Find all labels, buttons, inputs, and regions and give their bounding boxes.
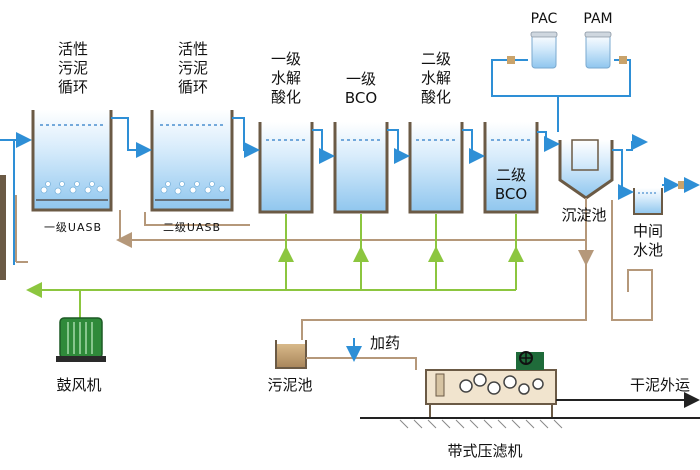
sedimentation-tank bbox=[558, 139, 614, 200]
water-flow-lines bbox=[111, 117, 680, 200]
left-edge-equipment bbox=[0, 132, 32, 280]
sludge-pool bbox=[275, 340, 307, 369]
air-lines bbox=[26, 214, 524, 318]
belt-filter-press bbox=[425, 351, 557, 418]
bco-tank-2 bbox=[483, 122, 539, 214]
uasb1-top-label: 活性 污泥 循环 bbox=[57, 40, 88, 96]
uasb1-bottom-label: 一级UASB bbox=[43, 221, 103, 234]
hydrolysis-tank-2 bbox=[408, 122, 464, 214]
blower bbox=[56, 317, 106, 362]
dosing-label: 加药 bbox=[369, 334, 400, 352]
dosing-lines bbox=[491, 56, 631, 132]
sedimentation-label: 沉淀池 bbox=[561, 206, 607, 224]
uasb-tank-2 bbox=[150, 110, 234, 212]
blower-label: 鼓风机 bbox=[56, 376, 102, 394]
hydrolysis1-label: 一级 水解 酸化 bbox=[270, 50, 301, 106]
middle-pool-label: 中间 水池 bbox=[632, 222, 663, 259]
middle-pool bbox=[633, 188, 663, 215]
bco2-label: 二级 BCO bbox=[494, 166, 528, 203]
uasb2-top-label: 活性 污泥 循环 bbox=[177, 40, 208, 96]
belt-press-label: 带式压滤机 bbox=[447, 442, 523, 460]
bco-tank-1 bbox=[333, 122, 389, 214]
sludge-return-lines bbox=[16, 198, 653, 340]
hydrolysis2-label: 二级 水解 酸化 bbox=[420, 50, 451, 106]
sludge-pool-label: 污泥池 bbox=[267, 376, 313, 394]
dry-sludge-label: 干泥外运 bbox=[629, 376, 690, 394]
hydrolysis-tank-1 bbox=[258, 122, 314, 214]
uasb-tank-1 bbox=[31, 110, 113, 212]
bco1-label: 一级 BCO bbox=[344, 70, 378, 107]
pac-label: PAC bbox=[530, 11, 558, 27]
uasb2-bottom-label: 二级UASB bbox=[162, 221, 222, 234]
pam-tank bbox=[584, 31, 612, 69]
pam-label: PAM bbox=[583, 11, 613, 27]
pac-tank bbox=[530, 31, 558, 69]
ground bbox=[360, 417, 700, 429]
outlet-valve bbox=[678, 181, 686, 189]
sludge-feed-line bbox=[306, 357, 417, 370]
